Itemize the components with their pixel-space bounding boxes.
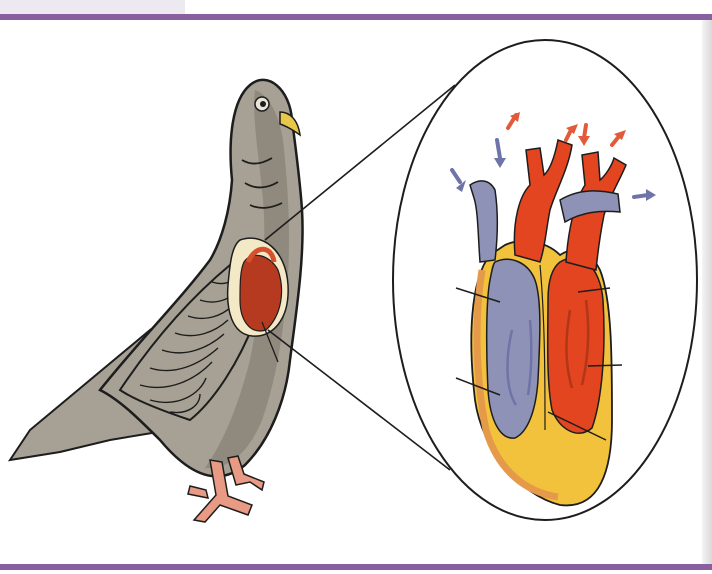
pigeon-illustration [10, 80, 303, 522]
heart-cross-section [393, 40, 697, 520]
left-ventricle [548, 258, 604, 433]
callout-line [588, 365, 622, 366]
